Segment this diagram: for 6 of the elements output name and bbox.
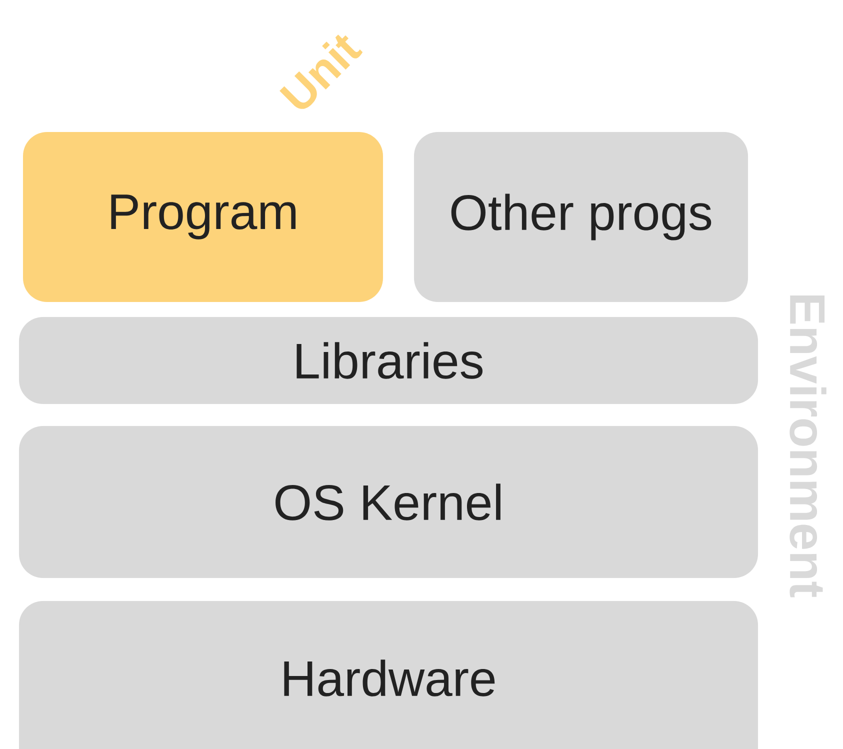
- layer-box: Libraries: [19, 317, 758, 404]
- layer-box: Hardware: [19, 601, 758, 749]
- layer-box: Other progs: [414, 132, 748, 302]
- layer-box: OS Kernel: [19, 426, 758, 578]
- rotated-label: Unit: [280, 34, 363, 109]
- highlighted-box: Program: [23, 132, 383, 302]
